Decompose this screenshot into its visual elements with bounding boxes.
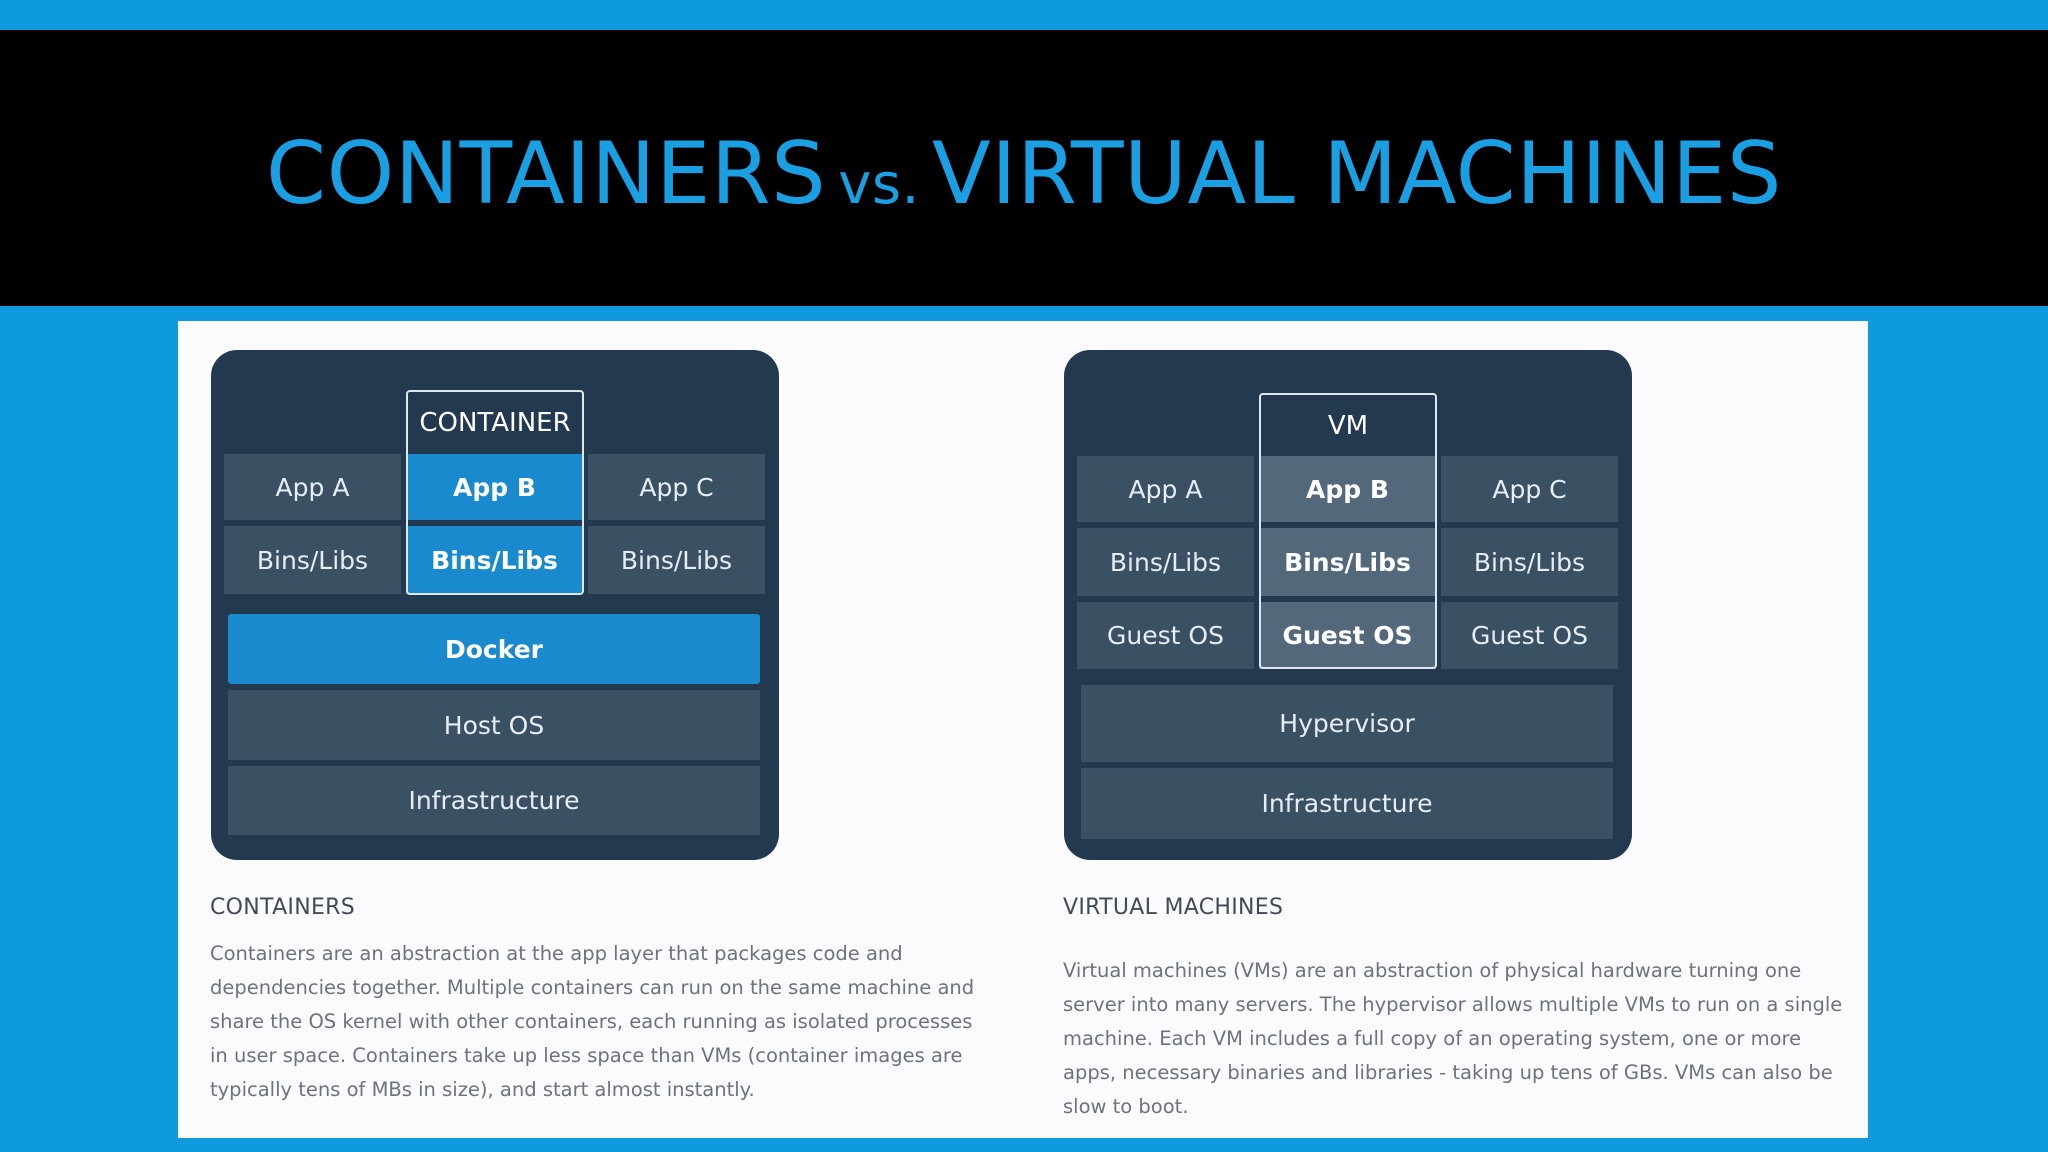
container-infrastructure-layer: Infrastructure bbox=[228, 766, 760, 835]
title-containers: CONTAINERS bbox=[266, 124, 827, 224]
hypervisor-layer: Hypervisor bbox=[1081, 685, 1613, 762]
vm-frame-label: VM bbox=[1327, 411, 1369, 441]
container-libs-b: Bins/Libs bbox=[406, 526, 583, 594]
containers-description: Containers are an abstraction at the app… bbox=[210, 942, 975, 1101]
vm-app-a: App A bbox=[1077, 456, 1254, 522]
container-libs-c: Bins/Libs bbox=[588, 526, 765, 594]
vm-libs-a: Bins/Libs bbox=[1077, 528, 1254, 596]
title-vs: vs. bbox=[838, 152, 920, 217]
vm-app-c: App C bbox=[1441, 456, 1618, 522]
title-virtual-machines: VIRTUAL MACHINES bbox=[931, 124, 1782, 224]
vm-diagram: App A App B App C Bins/Libs Bins/Libs Bi… bbox=[1064, 350, 1632, 860]
containers-heading: CONTAINERS bbox=[210, 895, 356, 920]
vm-libs-c: Bins/Libs bbox=[1441, 528, 1618, 596]
containers-diagram: App A App B App C Bins/Libs Bins/Libs Bi… bbox=[211, 350, 779, 860]
content-panel: App A App B App C Bins/Libs Bins/Libs Bi… bbox=[178, 321, 1868, 1138]
container-app-a: App A bbox=[224, 454, 401, 520]
container-libs-a: Bins/Libs bbox=[224, 526, 401, 594]
vms-heading: VIRTUAL MACHINES bbox=[1063, 895, 1284, 920]
vm-guest-os-c: Guest OS bbox=[1441, 602, 1618, 669]
vm-app-b: App B bbox=[1259, 456, 1436, 522]
vm-guest-os-a: Guest OS bbox=[1077, 602, 1254, 669]
container-frame: CONTAINER bbox=[406, 390, 584, 595]
vm-frame: VM bbox=[1259, 393, 1437, 669]
container-app-b: App B bbox=[406, 454, 583, 520]
container-app-c: App C bbox=[588, 454, 765, 520]
host-os-layer: Host OS bbox=[228, 690, 760, 760]
container-frame-label: CONTAINER bbox=[419, 408, 571, 438]
vms-description: Virtual machines (VMs) are an abstractio… bbox=[1063, 959, 1843, 1118]
vm-libs-b: Bins/Libs bbox=[1259, 528, 1436, 596]
docker-layer: Docker bbox=[228, 614, 760, 684]
vm-guest-os-b: Guest OS bbox=[1259, 602, 1436, 669]
vm-infrastructure-layer: Infrastructure bbox=[1081, 768, 1613, 839]
